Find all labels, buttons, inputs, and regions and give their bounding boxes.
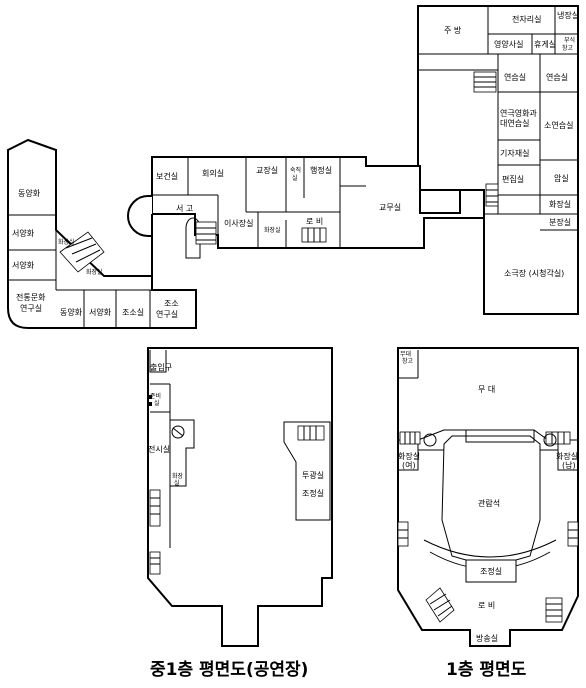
stair-first-left (399, 431, 421, 445)
room-storage-2: 실 (154, 399, 160, 407)
room-restroom-mid: 화장실 (264, 226, 281, 234)
top-floor-plan: 주 방 전자리실 냉장실 영양사실 휴게실 부식 창고 연습실 연습실 연극영화… (7, 5, 579, 329)
room-board: 이사장실 (224, 218, 253, 228)
caption-first-floor: 1층 평면도 (446, 660, 527, 680)
room-west-1: 서양화 (12, 229, 35, 238)
room-drama-1: 연극영화과 (500, 108, 537, 118)
room-small-theater: 소극장 (시청각실) (504, 268, 564, 278)
stair-first-bottom-left (425, 587, 455, 623)
room-small-practice: 소연습실 (544, 120, 573, 130)
room-sculpture-lab-1: 조소 (164, 299, 179, 308)
first-floor-plan: 무대 창고 무 대 화장실 (여) 화장실 (남) 관람석 조정실 로 비 방송… (397, 347, 579, 680)
control-booth (465, 559, 517, 583)
room-restroom-left-2: 화장실 (86, 268, 103, 276)
room-practice-1: 연습실 (504, 72, 526, 82)
room-stage-storage-1: 무대 (400, 350, 411, 358)
room-press: 기자재실 (500, 148, 529, 158)
stair-mezzanine-left (149, 489, 161, 527)
room-food-storage-2: 창고 (562, 44, 574, 52)
caption-mezzanine: 중1층 평면도(공연장) (150, 660, 308, 680)
room-powder: 분장실 (549, 217, 571, 227)
room-food-storage-1: 부식 (564, 36, 575, 44)
room-editing: 편집실 (502, 174, 524, 184)
mezzanine-floor-plan: 출입구 준비 실 전시실 화장 실 투광실 조정실 중1층 평면도(공연장) (147, 347, 333, 680)
stair-right-wing (473, 71, 497, 93)
room-meeting: 회의실 (202, 168, 224, 178)
room-library: 서 고 (176, 204, 193, 213)
room-dark-room: 암실 (554, 173, 569, 183)
stair-first-bottom-right (545, 597, 563, 623)
room-duty-1: 숙직 (290, 166, 301, 174)
room-storage-1: 준비 (150, 392, 161, 400)
room-sculpture: 조소실 (122, 307, 144, 317)
room-restroom-mez-2: 실 (174, 479, 180, 487)
room-restroom-female-2: (여) (402, 460, 416, 470)
room-drama-2: 대연습실 (500, 118, 529, 128)
room-lobby-first: 로 비 (478, 601, 495, 610)
room-restroom-female-1: 화장실 (398, 451, 420, 461)
first-floor-outline (397, 347, 579, 647)
room-control-mez: 조정실 (302, 488, 324, 498)
room-lounge: 휴게실 (534, 39, 556, 49)
room-kitchen: 주 방 (444, 25, 462, 35)
room-stage: 무 대 (478, 385, 495, 394)
room-east-painting-2: 동양화 (60, 308, 83, 317)
room-staff: 교무실 (379, 202, 401, 212)
room-freezer: 냉장실 (557, 10, 579, 20)
stair-lobby (301, 227, 327, 243)
stair-left-wing (59, 231, 105, 273)
room-east-painting: 동양화 (18, 189, 41, 198)
room-principal: 교장실 (256, 165, 278, 175)
center-rounded-entrance (127, 195, 152, 237)
room-sculpture-lab-2: 연구실 (156, 309, 178, 319)
room-control-first: 조정실 (480, 566, 502, 576)
room-stage-storage-2: 창고 (402, 357, 414, 365)
room-entrance: 출입구 (150, 362, 172, 372)
room-nutrition-office: 영양사실 (494, 39, 523, 49)
room-exhibition: 전시실 (148, 444, 170, 454)
spiral-stair-mezzanine (171, 425, 185, 439)
center-block-outline (151, 156, 485, 249)
room-restroom-mez-1: 화장 (172, 472, 184, 480)
room-projection: 투광실 (302, 470, 324, 480)
room-lobby-top: 로 비 (306, 217, 323, 226)
stair-mezzanine-right (297, 425, 325, 441)
room-health: 보건실 (156, 171, 178, 181)
room-traditional-1: 전통문화 (16, 292, 46, 302)
room-electrical: 전자리실 (512, 14, 541, 24)
auditorium-seating (441, 435, 541, 561)
room-restroom-male-2: (남) (562, 461, 576, 470)
stair-center (195, 221, 217, 245)
room-restroom-left: 화장실 (58, 238, 75, 246)
room-broadcast: 방송실 (476, 633, 498, 643)
stair-right-wing-2 (485, 183, 499, 207)
room-duty-2: 실 (292, 174, 298, 182)
room-practice-2: 연습실 (546, 72, 568, 82)
room-west-2: 서양화 (12, 261, 35, 270)
room-audience: 관람석 (478, 498, 500, 508)
room-traditional-2: 연구실 (20, 303, 42, 313)
room-restroom-right: 화장실 (549, 199, 571, 209)
room-west-3: 서양화 (89, 308, 112, 317)
room-admin: 행정실 (310, 165, 332, 175)
room-restroom-male-1: 화장실 (556, 451, 578, 461)
